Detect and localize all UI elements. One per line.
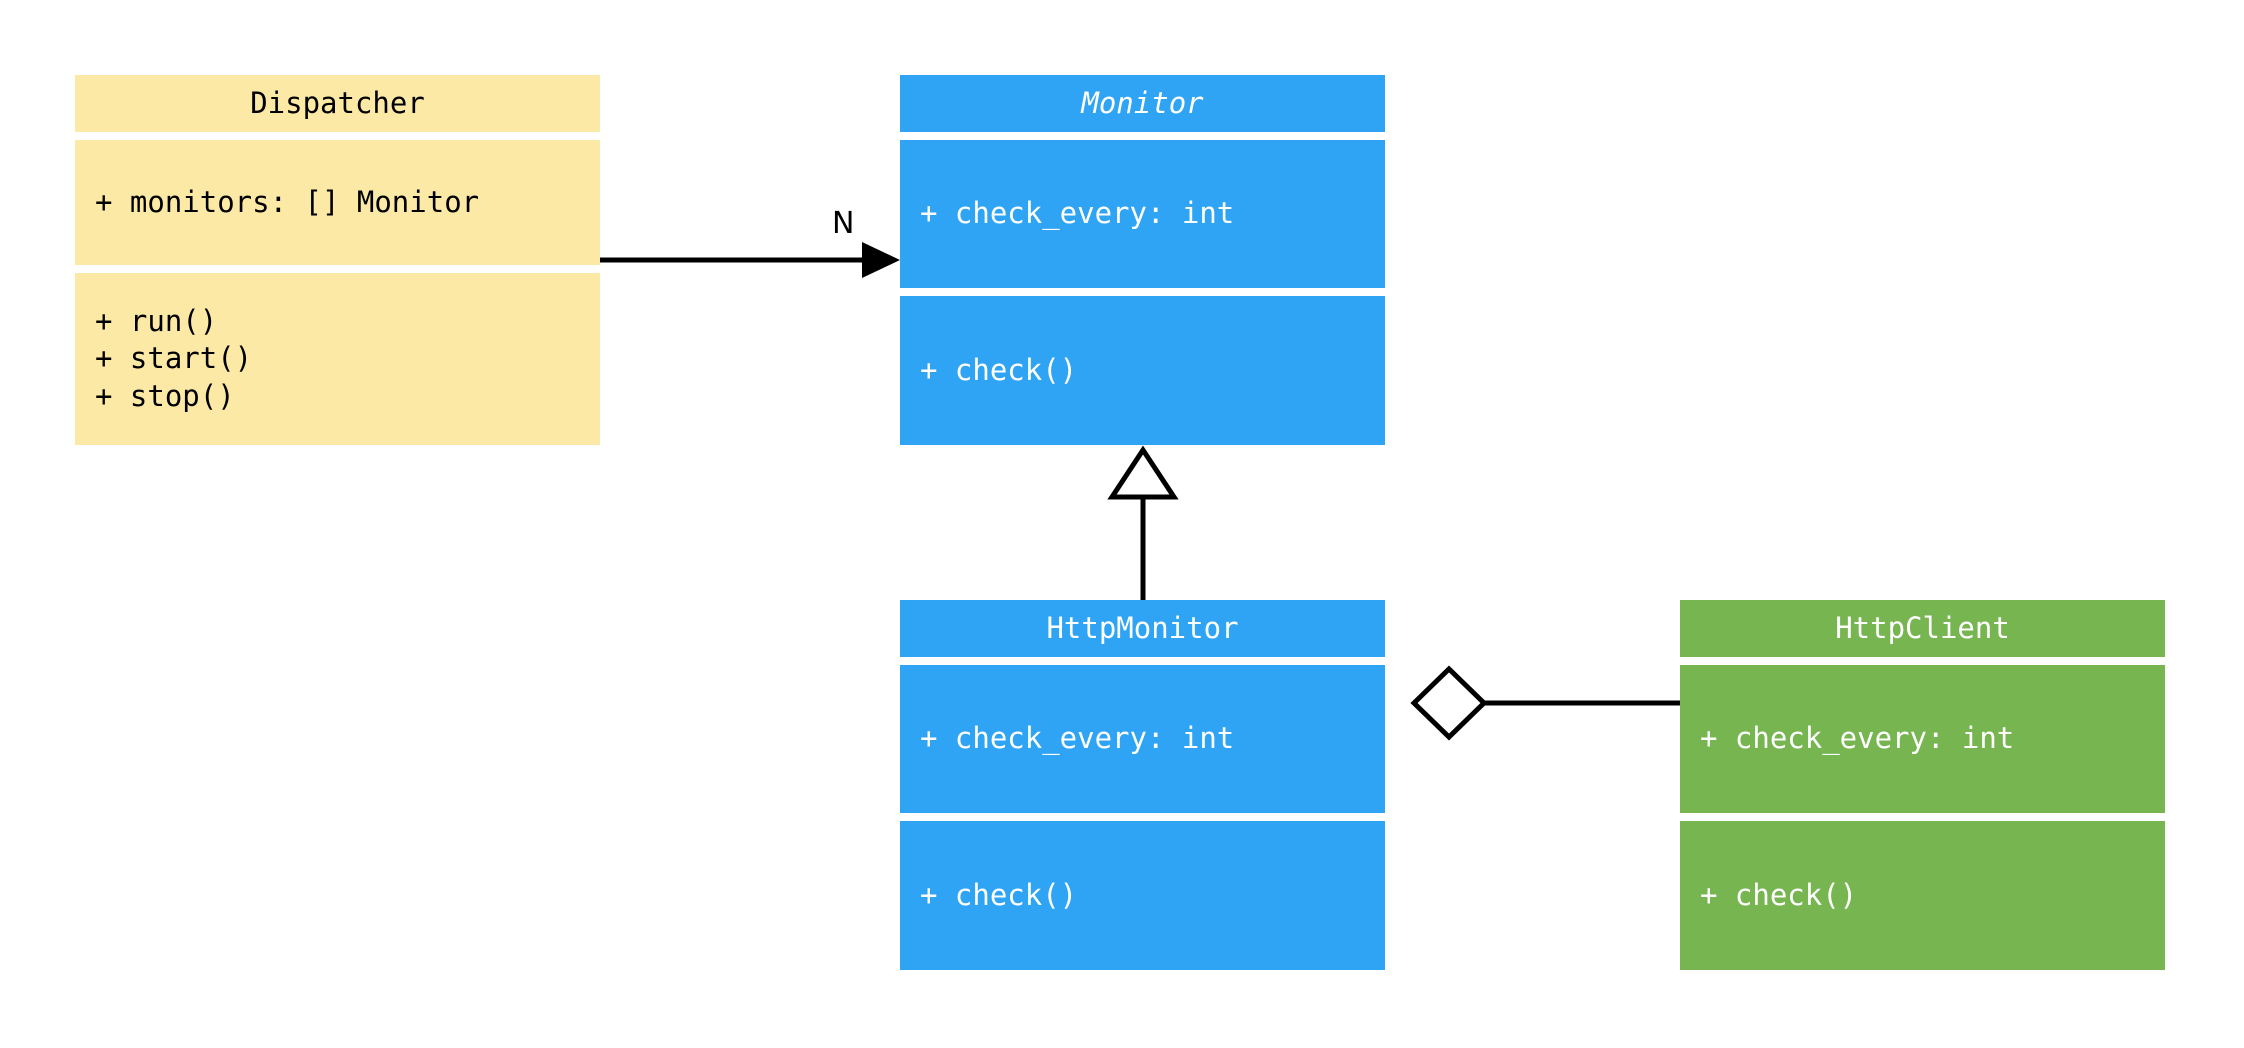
class-methods-compartment-monitor: + check() [900,296,1385,445]
edge-dispatcher-to-monitor[interactable] [600,242,900,278]
class-methods-compartment-dispatcher: + run() + start() + stop() [75,273,600,445]
class-title-compartment-dispatcher: Dispatcher [75,75,600,132]
method-row: + run() [95,304,218,339]
class-name-http-client: HttpClient [1835,610,2010,645]
method-row: + start() [95,341,253,376]
class-attributes-compartment-monitor: + check_every: int [900,140,1385,288]
attribute-row: + monitors: [] Monitor [95,184,480,219]
class-title-compartment-monitor: Monitor [900,75,1385,132]
filled-arrowhead-icon [862,242,900,278]
method-row: + check() [920,352,1078,387]
class-box-http-monitor[interactable]: HttpMonitor + check_every: int + check() [900,600,1385,970]
class-attributes-compartment-dispatcher: + monitors: [] Monitor [75,140,600,265]
class-name-dispatcher: Dispatcher [250,85,425,120]
class-methods-compartment-http-client: + check() [1680,821,2165,970]
hollow-diamond-icon [1410,665,1488,741]
class-box-monitor[interactable]: Monitor + check_every: int + check() [900,75,1385,445]
class-attributes-compartment-http-client: + check_every: int [1680,665,2165,813]
class-box-http-client[interactable]: HttpClient + check_every: int + check() [1680,600,2165,970]
edge-http-monitor-to-http-client[interactable] [1410,665,1680,741]
attribute-row: + check_every: int [920,721,1235,756]
method-row: + check() [920,877,1078,912]
attribute-row: + check_every: int [920,196,1235,231]
class-name-monitor: Monitor [1081,85,1204,120]
attribute-row: + check_every: int [1700,721,2015,756]
multiplicity-label-n: N [832,206,855,241]
class-name-http-monitor: HttpMonitor [1046,610,1239,645]
class-box-dispatcher[interactable]: Dispatcher + monitors: [] Monitor + run(… [75,75,600,445]
hollow-triangle-icon [1107,445,1179,500]
method-row: + check() [1700,877,1858,912]
method-row: + stop() [95,378,235,413]
class-attributes-compartment-http-monitor: + check_every: int [900,665,1385,813]
class-title-compartment-http-client: HttpClient [1680,600,2165,657]
class-methods-compartment-http-monitor: + check() [900,821,1385,970]
edge-http-monitor-to-monitor[interactable] [1107,445,1179,600]
class-title-compartment-http-monitor: HttpMonitor [900,600,1385,657]
